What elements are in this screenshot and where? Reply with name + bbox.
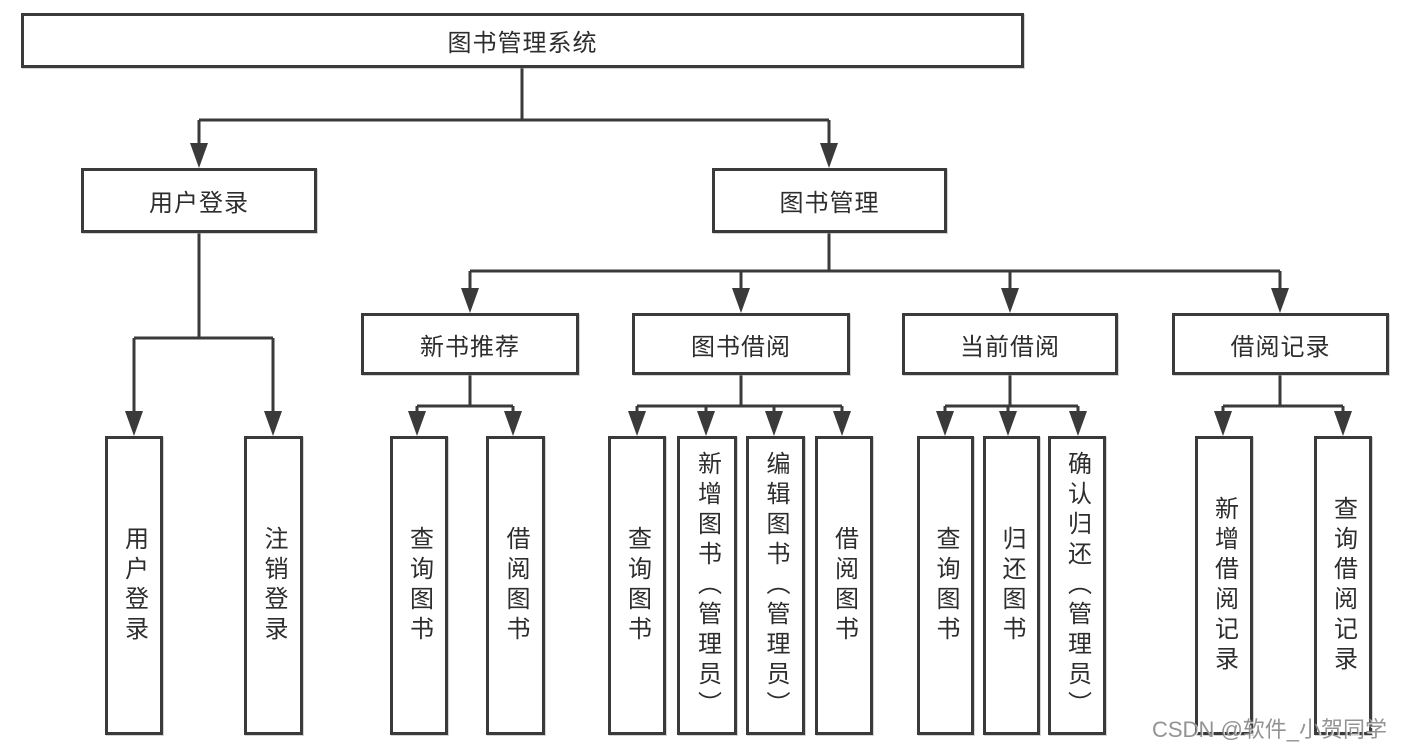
leaf-logout-label: 注销登录 bbox=[260, 525, 287, 646]
csdn-watermark: CSDN @软件_小贺同学 bbox=[1152, 717, 1388, 742]
node-borrowing-records-label: 借阅记录 bbox=[1230, 333, 1331, 361]
leaf-br-query-record-label: 查询借阅记录 bbox=[1329, 495, 1357, 676]
leaf-br-add-record-label: 新增借阅记录 bbox=[1210, 495, 1238, 676]
node-current-borrowing-label: 当前借阅 bbox=[960, 333, 1060, 361]
node-new-book-recommend-label: 新书推荐 bbox=[420, 333, 520, 361]
node-book-borrowing: 图书借阅 bbox=[632, 313, 850, 375]
node-user-login-branch: 用户登录 bbox=[81, 168, 317, 233]
leaf-cb-query-books-label: 查询图书 bbox=[932, 525, 959, 646]
leaf-nb-borrow-books-label: 借阅图书 bbox=[502, 525, 529, 646]
leaf-cb-confirm-return-admin-label: 确认归还（管理员） bbox=[1063, 450, 1091, 721]
leaf-bb-query-books-label: 查询图书 bbox=[623, 525, 651, 646]
leaf-cb-confirm-return-admin: 确认归还（管理员） bbox=[1048, 436, 1106, 735]
leaf-cb-return-books: 归还图书 bbox=[983, 436, 1040, 735]
arrowhead-icons bbox=[125, 143, 1352, 436]
leaf-cb-return-books-label: 归还图书 bbox=[998, 525, 1025, 646]
leaf-bb-borrow-books-label: 借阅图书 bbox=[830, 525, 858, 646]
leaf-bb-borrow-books: 借阅图书 bbox=[815, 436, 873, 735]
leaf-br-query-record: 查询借阅记录 bbox=[1314, 436, 1372, 735]
node-current-borrowing: 当前借阅 bbox=[902, 313, 1118, 375]
node-book-management: 图书管理 bbox=[712, 168, 947, 233]
leaf-user-login-label: 用户登录 bbox=[120, 525, 148, 646]
leaf-nb-query-books: 查询图书 bbox=[390, 436, 448, 735]
leaf-bb-add-books-admin: 新增图书（管理员） bbox=[677, 436, 737, 735]
node-book-management-label: 图书管理 bbox=[779, 190, 880, 217]
leaf-nb-query-books-label: 查询图书 bbox=[405, 525, 433, 646]
leaf-bb-edit-books-admin: 编辑图书（管理员） bbox=[746, 436, 805, 735]
leaf-user-login: 用户登录 bbox=[105, 436, 163, 735]
leaf-br-add-record: 新增借阅记录 bbox=[1195, 436, 1253, 735]
node-user-login-branch-label: 用户登录 bbox=[149, 190, 249, 217]
node-root: 图书管理系统 bbox=[21, 13, 1024, 68]
node-root-label: 图书管理系统 bbox=[447, 30, 598, 57]
leaf-nb-borrow-books: 借阅图书 bbox=[486, 436, 545, 735]
node-new-book-recommend: 新书推荐 bbox=[361, 313, 579, 375]
leaf-bb-query-books: 查询图书 bbox=[608, 436, 666, 735]
node-borrowing-records: 借阅记录 bbox=[1172, 313, 1389, 375]
leaf-cb-query-books: 查询图书 bbox=[917, 436, 974, 735]
node-book-borrowing-label: 图书借阅 bbox=[691, 333, 791, 361]
leaf-logout: 注销登录 bbox=[244, 436, 303, 735]
leaf-bb-add-books-admin-label: 新增图书（管理员） bbox=[693, 450, 721, 721]
leaf-bb-edit-books-admin-label: 编辑图书（管理员） bbox=[762, 450, 789, 721]
